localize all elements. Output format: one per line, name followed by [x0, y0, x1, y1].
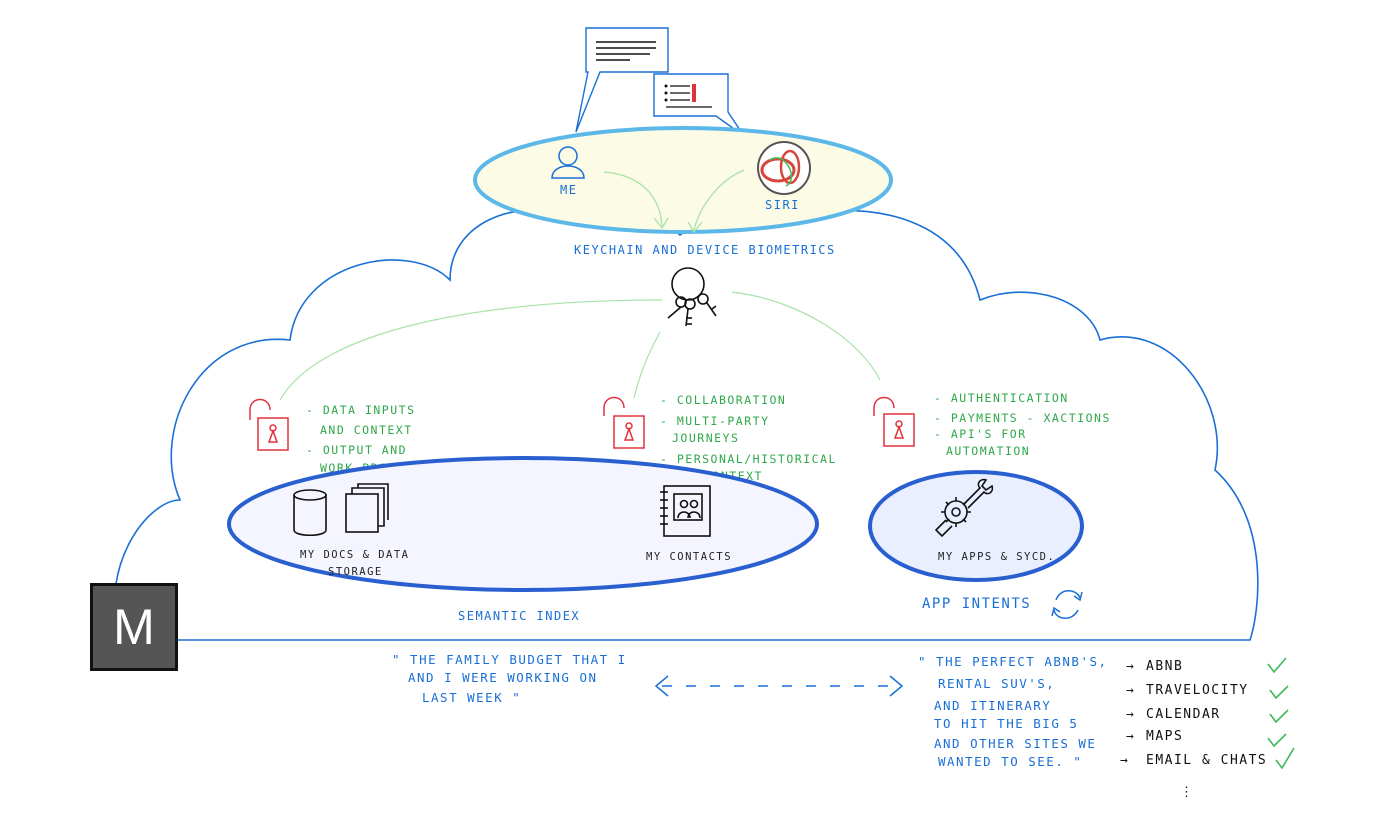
middle-bullet-1: - MULTI-PARTY — [660, 414, 770, 428]
refresh-icon — [1051, 590, 1083, 619]
middle-bullet-3: - PERSONAL/HISTORICAL — [660, 452, 837, 466]
semantic-index-label: SEMANTIC INDEX — [458, 609, 580, 623]
lock-icon-left — [249, 398, 289, 451]
quote-right-4: AND OTHER SITES WE — [934, 736, 1096, 751]
destination-list: → ABNB → TRAVELOCITY → CALENDAR → MAPS →… — [1120, 659, 1267, 800]
left-bullet-2: - OUTPUT AND — [306, 443, 407, 457]
quote-right-1: RENTAL SUV'S, — [938, 676, 1055, 691]
quote-right-3: TO HIT THE BIG 5 — [934, 716, 1078, 731]
quote-left-0: " THE FAMILY BUDGET THAT I — [392, 652, 627, 667]
keys-icon — [667, 267, 717, 327]
right-bullet-1: - PAYMENTS - XACTIONS — [934, 411, 1111, 425]
contacts-label: MY CONTACTS — [646, 551, 732, 563]
siri-label: SIRI — [765, 198, 800, 212]
key-connector-right — [731, 291, 881, 381]
quote-left-1: AND I WERE WORKING ON — [408, 670, 598, 685]
apps-ellipse — [868, 470, 1084, 582]
key-connector-middle — [633, 331, 661, 399]
lock-icon-right — [873, 396, 915, 447]
semantic-index-ellipse — [227, 456, 819, 592]
cloud-outline — [113, 208, 1259, 641]
quote-left: " THE FAMILY BUDGET THAT I AND I WERE WO… — [392, 652, 627, 705]
contacts-icon — [660, 485, 711, 537]
key-connector-left — [279, 299, 663, 401]
left-bullet-1: AND CONTEXT — [320, 423, 413, 437]
identity-ellipse — [473, 126, 893, 234]
middle-bullet-2: JOURNEYS — [672, 431, 739, 445]
logo-letter: M — [113, 599, 155, 655]
apps-label: MY APPS & SYCD. — [938, 551, 1055, 563]
dest-arrow-4: → — [1120, 753, 1129, 768]
dest-arrow-2: → — [1126, 707, 1135, 722]
dest-item-3: MAPS — [1146, 729, 1183, 744]
dashed-double-arrow — [654, 675, 904, 697]
right-bullet-3: AUTOMATION — [946, 444, 1030, 458]
quote-left-2: LAST WEEK " — [422, 690, 521, 705]
me-label: ME — [560, 183, 577, 197]
check-icon-4 — [1275, 747, 1295, 770]
right-bullet-0: - AUTHENTICATION — [934, 391, 1069, 405]
quote-right-0: " THE PERFECT ABNB'S, — [918, 654, 1108, 669]
documents-icon — [345, 483, 389, 533]
left-bullet-0: - DATA INPUTS — [306, 403, 416, 417]
gear-wrench-icon — [934, 478, 994, 538]
check-icon-3 — [1267, 733, 1287, 748]
keychain-label: KEYCHAIN AND DEVICE BIOMETRICS — [574, 243, 836, 257]
app-intents-label: APP INTENTS — [922, 596, 1031, 612]
logo: M — [90, 583, 178, 671]
check-icon-2 — [1269, 709, 1289, 724]
docs-label-1: MY DOCS & DATA — [300, 549, 410, 561]
dest-item-0: ABNB — [1146, 659, 1183, 674]
dest-item-2: CALENDAR — [1146, 707, 1221, 722]
quote-right: " THE PERFECT ABNB'S, RENTAL SUV'S, AND … — [918, 654, 1108, 769]
lock-icon-middle — [603, 396, 645, 449]
dest-item-1: TRAVELOCITY — [1146, 683, 1249, 698]
ellipsis-icon: ⋮ — [1180, 785, 1195, 800]
right-bullet-2: - API'S FOR — [934, 427, 1027, 441]
speech-bubble-2 — [653, 73, 745, 137]
person-icon — [551, 146, 585, 179]
quote-right-5: WANTED TO SEE. " — [938, 754, 1082, 769]
siri-arrow — [693, 169, 745, 231]
me-arrow — [603, 171, 663, 227]
dest-arrow-0: → — [1126, 659, 1135, 674]
check-icon-1 — [1269, 685, 1289, 700]
dest-arrow-1: → — [1126, 683, 1135, 698]
right-bullets: - AUTHENTICATION - PAYMENTS - XACTIONS -… — [934, 391, 1111, 458]
dest-item-4: EMAIL & CHATS — [1146, 753, 1267, 768]
docs-label-2: STORAGE — [328, 566, 383, 578]
speech-bubble-1 — [575, 27, 669, 133]
database-icon — [293, 489, 327, 537]
dest-arrow-3: → — [1126, 729, 1135, 744]
check-icon-0 — [1267, 657, 1287, 674]
quote-right-2: AND ITINERARY — [934, 698, 1051, 713]
siri-icon — [757, 141, 811, 195]
middle-bullet-0: - COLLABORATION — [660, 393, 786, 407]
